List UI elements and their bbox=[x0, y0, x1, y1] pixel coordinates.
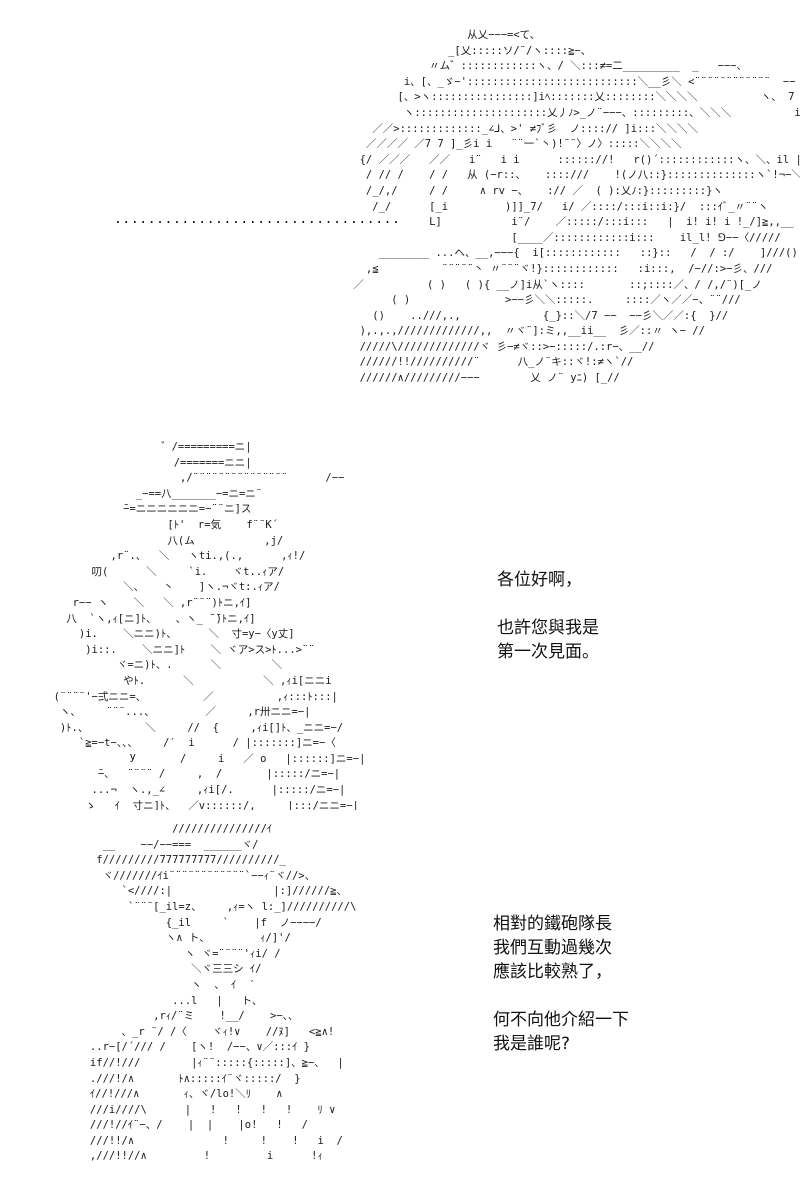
dialogue-greeting: 各位好啊， 也許您與我是 第一次見面。 bbox=[497, 568, 599, 688]
dialogue-line: 我們互動過幾次 bbox=[493, 938, 612, 958]
dialogue-line: 我是誰呢? bbox=[493, 1034, 571, 1054]
dialogue-line: 也許您與我是 bbox=[497, 618, 599, 638]
ellipsis-dots: .................................. bbox=[114, 212, 401, 227]
dialogue-paragraph: 也許您與我是 第一次見面。 bbox=[497, 616, 599, 664]
ascii-art-character-top-hat: ゛/=========ニ| /=======ニニ| ,/¨¨¨¨¨¨¨¨¨¨¨¨… bbox=[53, 441, 366, 810]
dialogue-line: 相對的鐵砲隊長 bbox=[493, 914, 612, 934]
dialogue-paragraph: 相對的鐵砲隊長 我們互動過幾次 應該比較熟了， bbox=[493, 912, 629, 984]
dialogue-paragraph: 各位好啊， bbox=[497, 568, 599, 592]
dialogue-line: 應該比較熟了， bbox=[493, 962, 612, 982]
dialogue-line: 第一次見面。 bbox=[497, 642, 599, 662]
dialogue-line: 何不向他介紹一下 bbox=[493, 1010, 629, 1030]
dialogue-paragraph: 何不向他介紹一下 我是誰呢? bbox=[493, 1008, 629, 1056]
panel-2: ゛/=========ニ| /=======ニニ| ,/¨¨¨¨¨¨¨¨¨¨¨¨… bbox=[0, 430, 800, 810]
dialogue-question: 相對的鐵砲隊長 我們互動過幾次 應該比較熟了， 何不向他介紹一下 我是誰呢? bbox=[493, 912, 629, 1080]
ascii-art-character-portrait: 从乂−−−=<て、 _[乂:::::ソ/¨/ヽ::::≧−、 〃ム゛::::::… bbox=[353, 29, 800, 385]
panel-1: .................................. 从乂−−−… bbox=[0, 0, 800, 430]
ascii-art-character-pointing: ///////////////ｲ __ −−/−−=== ______ヾ/ f/… bbox=[89, 823, 357, 1163]
dialogue-line: 各位好啊， bbox=[497, 570, 582, 590]
panel-3: ///////////////ｲ __ −−/−−=== ______ヾ/ f/… bbox=[0, 810, 800, 1200]
